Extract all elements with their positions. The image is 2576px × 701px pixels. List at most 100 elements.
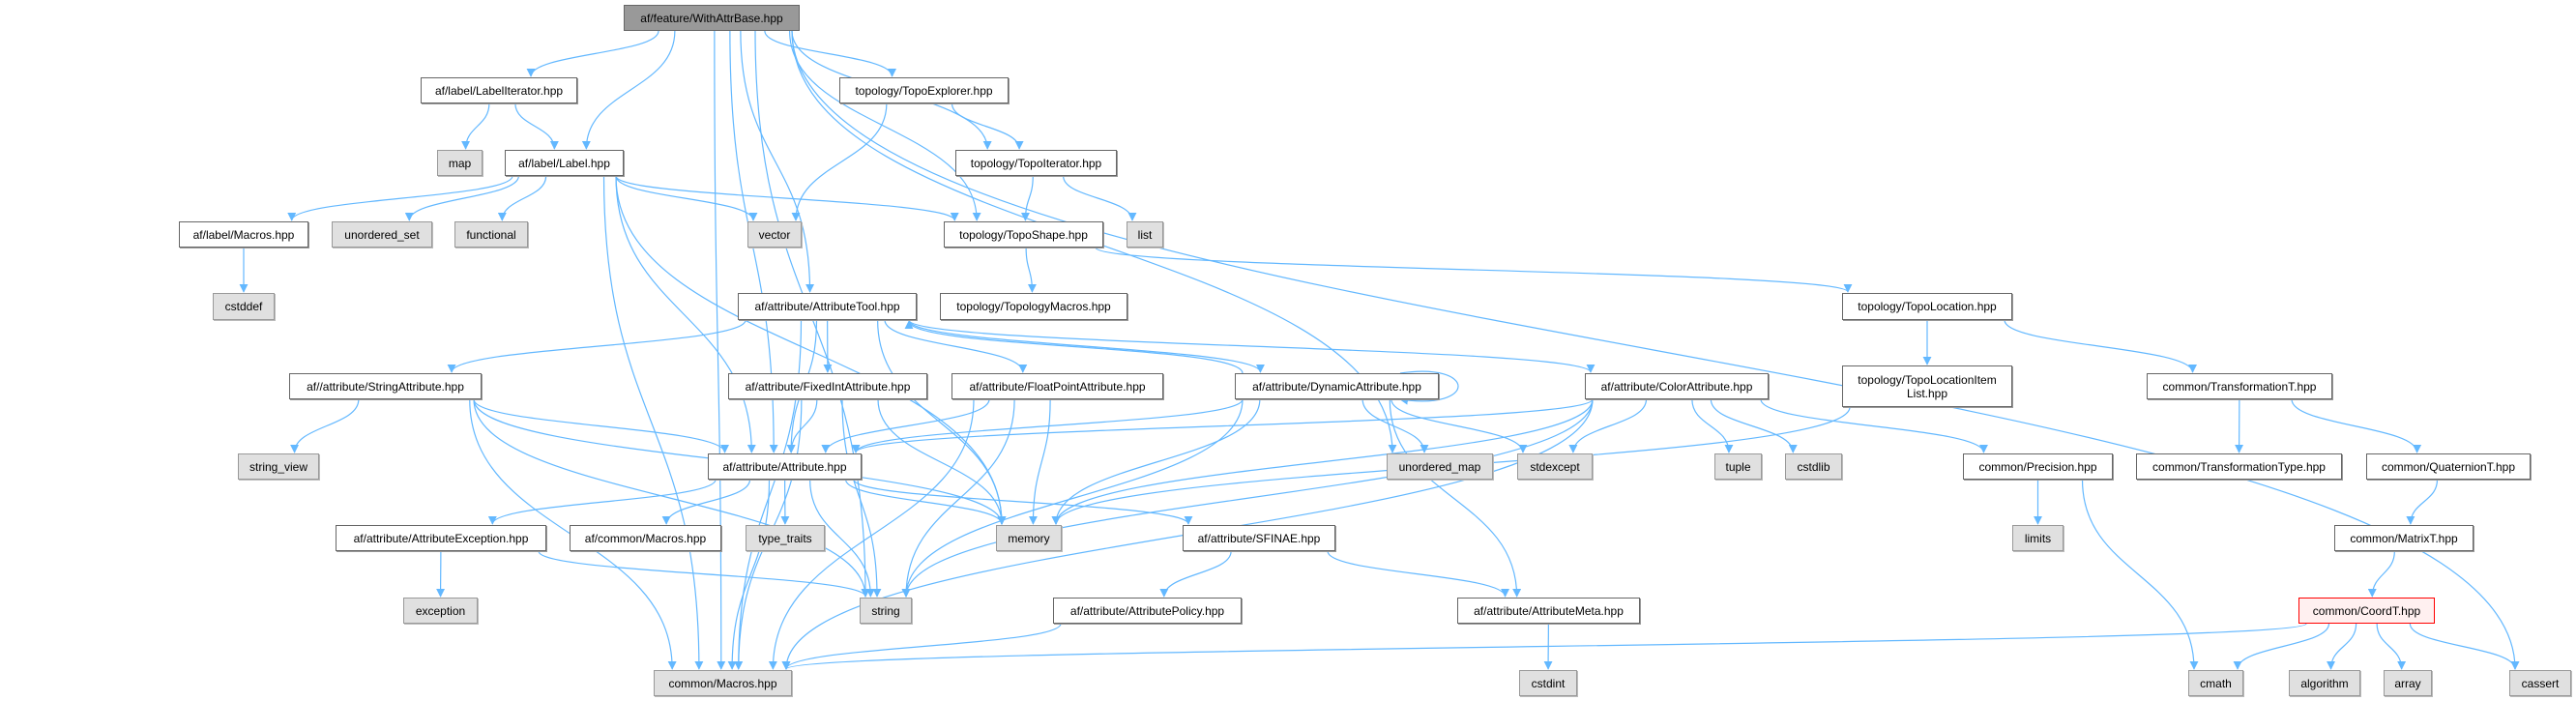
node-list[interactable]: list — [1127, 221, 1163, 248]
node-map[interactable]: map — [437, 150, 483, 176]
node-type-traits[interactable]: type_traits — [746, 525, 825, 551]
edge-topo-shape-to-topo-location — [1095, 247, 1853, 293]
edge-precision-to-cmath — [2081, 479, 2199, 670]
edge-topo-iterator-to-topo-shape — [1020, 175, 1034, 221]
node-cstdint[interactable]: cstdint — [1519, 670, 1577, 696]
edge-attribute-to-common-macros — [727, 479, 771, 670]
node-label: af/label/LabelIterator.hpp — [434, 83, 564, 98]
edge-fixed-int-attribute-to-attribute — [786, 398, 818, 453]
node-attribute-policy[interactable]: af/attribute/AttributePolicy.hpp — [1053, 598, 1242, 624]
node-color-attribute[interactable]: af/attribute/ColorAttribute.hpp — [1585, 373, 1769, 399]
edge-string-attribute-to-string — [473, 398, 870, 598]
node-sfinae[interactable]: af/attribute/SFINAE.hpp — [1183, 525, 1335, 551]
node-label: common/Precision.hpp — [1978, 459, 2097, 474]
node-label: common/TransformationType.hpp — [2152, 459, 2326, 474]
node-cassert[interactable]: cassert — [2509, 670, 2571, 696]
node-unordered-set[interactable]: unordered_set — [332, 221, 432, 248]
node-label: topology/TopoShape.hpp — [959, 227, 1088, 242]
edge-with-attr-base-to-cassert — [791, 30, 2520, 670]
node-label-iterator[interactable]: af/label/LabelIterator.hpp — [421, 77, 577, 103]
node-topo-location-item-list[interactable]: topology/TopoLocationItem List.hpp — [1842, 365, 2012, 407]
node-string-view[interactable]: string_view — [238, 453, 319, 480]
edge-dynamic-attribute-to-attribute-tool — [904, 320, 1244, 374]
node-stdexcept[interactable]: stdexcept — [1517, 453, 1593, 480]
edge-dynamic-attribute-to-string — [901, 398, 1244, 598]
node-label: unordered_set — [344, 227, 420, 242]
node-precision[interactable]: common/Precision.hpp — [1963, 453, 2113, 480]
node-dynamic-attribute[interactable]: af/attribute/DynamicAttribute.hpp — [1235, 373, 1439, 399]
node-label[interactable]: af/label/Label.hpp — [505, 150, 624, 176]
node-label: af/common/Macros.hpp — [584, 531, 707, 545]
node-functional[interactable]: functional — [454, 221, 528, 248]
node-tuple[interactable]: tuple — [1714, 453, 1762, 480]
edge-dynamic-attribute-to-memory — [1051, 398, 1261, 525]
edge-label-to-memory — [615, 175, 1007, 525]
node-float-point-attribute[interactable]: af/attribute/FloatPointAttribute.hpp — [951, 373, 1163, 399]
edge-float-point-attribute-to-common-macros — [768, 398, 975, 670]
node-label: list — [1137, 227, 1153, 242]
edge-coord-t-to-algorithm — [2327, 623, 2357, 670]
node-vector[interactable]: vector — [747, 221, 802, 248]
node-string-attribute[interactable]: af//attribute/StringAttribute.hpp — [289, 373, 482, 399]
node-attribute-meta[interactable]: af/attribute/AttributeMeta.hpp — [1457, 598, 1640, 624]
edge-matrix-t-to-coord-t — [2367, 550, 2395, 598]
node-string[interactable]: string — [860, 598, 912, 624]
edge-with-attr-base-to-common-macros — [714, 30, 726, 670]
node-label: common/TransformationT.hpp — [2162, 379, 2317, 394]
node-memory[interactable]: memory — [996, 525, 1062, 551]
node-label: functional — [466, 227, 516, 242]
node-topology-macros[interactable]: topology/TopologyMacros.hpp — [940, 293, 1127, 320]
edge-topo-location-to-transformation-t — [2004, 319, 2197, 373]
node-limits[interactable]: limits — [2012, 525, 2064, 551]
node-quaternion-t[interactable]: common/QuaternionT.hpp — [2366, 453, 2531, 480]
edge-color-attribute-to-stdexcept — [1568, 398, 1648, 453]
node-topo-shape[interactable]: topology/TopoShape.hpp — [944, 221, 1103, 248]
node-af-common-macros[interactable]: af/common/Macros.hpp — [570, 525, 721, 551]
edge-label-to-unordered-set — [404, 175, 519, 221]
node-cmath[interactable]: cmath — [2188, 670, 2243, 696]
node-label: af/attribute/AttributeException.hpp — [353, 531, 529, 545]
node-topo-explorer[interactable]: topology/TopoExplorer.hpp — [839, 77, 1009, 103]
node-cstdlib[interactable]: cstdlib — [1785, 453, 1842, 480]
edge-attribute-to-memory — [845, 479, 1007, 525]
node-attribute-exception[interactable]: af/attribute/AttributeException.hpp — [336, 525, 546, 551]
edge-sfinae-to-attribute-policy — [1159, 550, 1232, 598]
edge-label-to-functional — [497, 175, 547, 221]
node-unordered-map[interactable]: unordered_map — [1387, 453, 1493, 480]
edge-dynamic-attribute-to-attribute-meta — [1389, 398, 1522, 598]
node-matrix-t[interactable]: common/MatrixT.hpp — [2334, 525, 2474, 551]
node-with-attr-base[interactable]: af/feature/WithAttrBase.hpp — [624, 5, 800, 31]
node-common-macros[interactable]: common/Macros.hpp — [654, 670, 792, 696]
node-label: map — [448, 156, 472, 170]
node-label: algorithm — [2300, 676, 2349, 690]
edge-topo-explorer-to-topo-iterator — [951, 102, 1024, 150]
node-fixed-int-attribute[interactable]: af/attribute/FixedIntAttribute.hpp — [728, 373, 927, 399]
node-coord-t[interactable]: common/CoordT.hpp — [2298, 598, 2435, 624]
node-label-macros[interactable]: af/label/Macros.hpp — [179, 221, 308, 248]
node-algorithm[interactable]: algorithm — [2289, 670, 2360, 696]
node-label: af/attribute/SFINAE.hpp — [1197, 531, 1321, 545]
edge-quaternion-t-to-matrix-t — [2406, 479, 2439, 525]
node-transformation-type[interactable]: common/TransformationType.hpp — [2136, 453, 2342, 480]
node-attribute[interactable]: af/attribute/Attribute.hpp — [708, 453, 862, 480]
node-array[interactable]: array — [2384, 670, 2432, 696]
node-label: af/attribute/DynamicAttribute.hpp — [1252, 379, 1421, 394]
node-label: af/attribute/AttributeMeta.hpp — [1474, 603, 1624, 618]
node-label: type_traits — [758, 531, 812, 545]
node-cstddef[interactable]: cstddef — [213, 293, 275, 320]
node-exception[interactable]: exception — [403, 598, 478, 624]
edge-color-attribute-to-attribute — [851, 398, 1594, 453]
node-label: af//attribute/StringAttribute.hpp — [307, 379, 464, 394]
edge-string-attribute-to-string-view — [290, 398, 360, 453]
edge-dynamic-attribute-to-dynamic-attribute — [1399, 370, 1459, 405]
edge-label-to-attribute — [615, 175, 756, 453]
edge-coord-t-to-common-macros — [782, 623, 2307, 670]
node-topo-iterator[interactable]: topology/TopoIterator.hpp — [955, 150, 1117, 176]
edge-label-to-topo-shape — [615, 175, 959, 221]
node-transformation-t[interactable]: common/TransformationT.hpp — [2147, 373, 2332, 399]
edge-attribute-tool-to-float-point-attribute — [884, 319, 1028, 373]
node-attribute-tool[interactable]: af/attribute/AttributeTool.hpp — [738, 293, 917, 320]
node-topo-location[interactable]: topology/TopoLocation.hpp — [1842, 293, 2012, 320]
edge-coord-t-to-cmath — [2233, 623, 2330, 670]
